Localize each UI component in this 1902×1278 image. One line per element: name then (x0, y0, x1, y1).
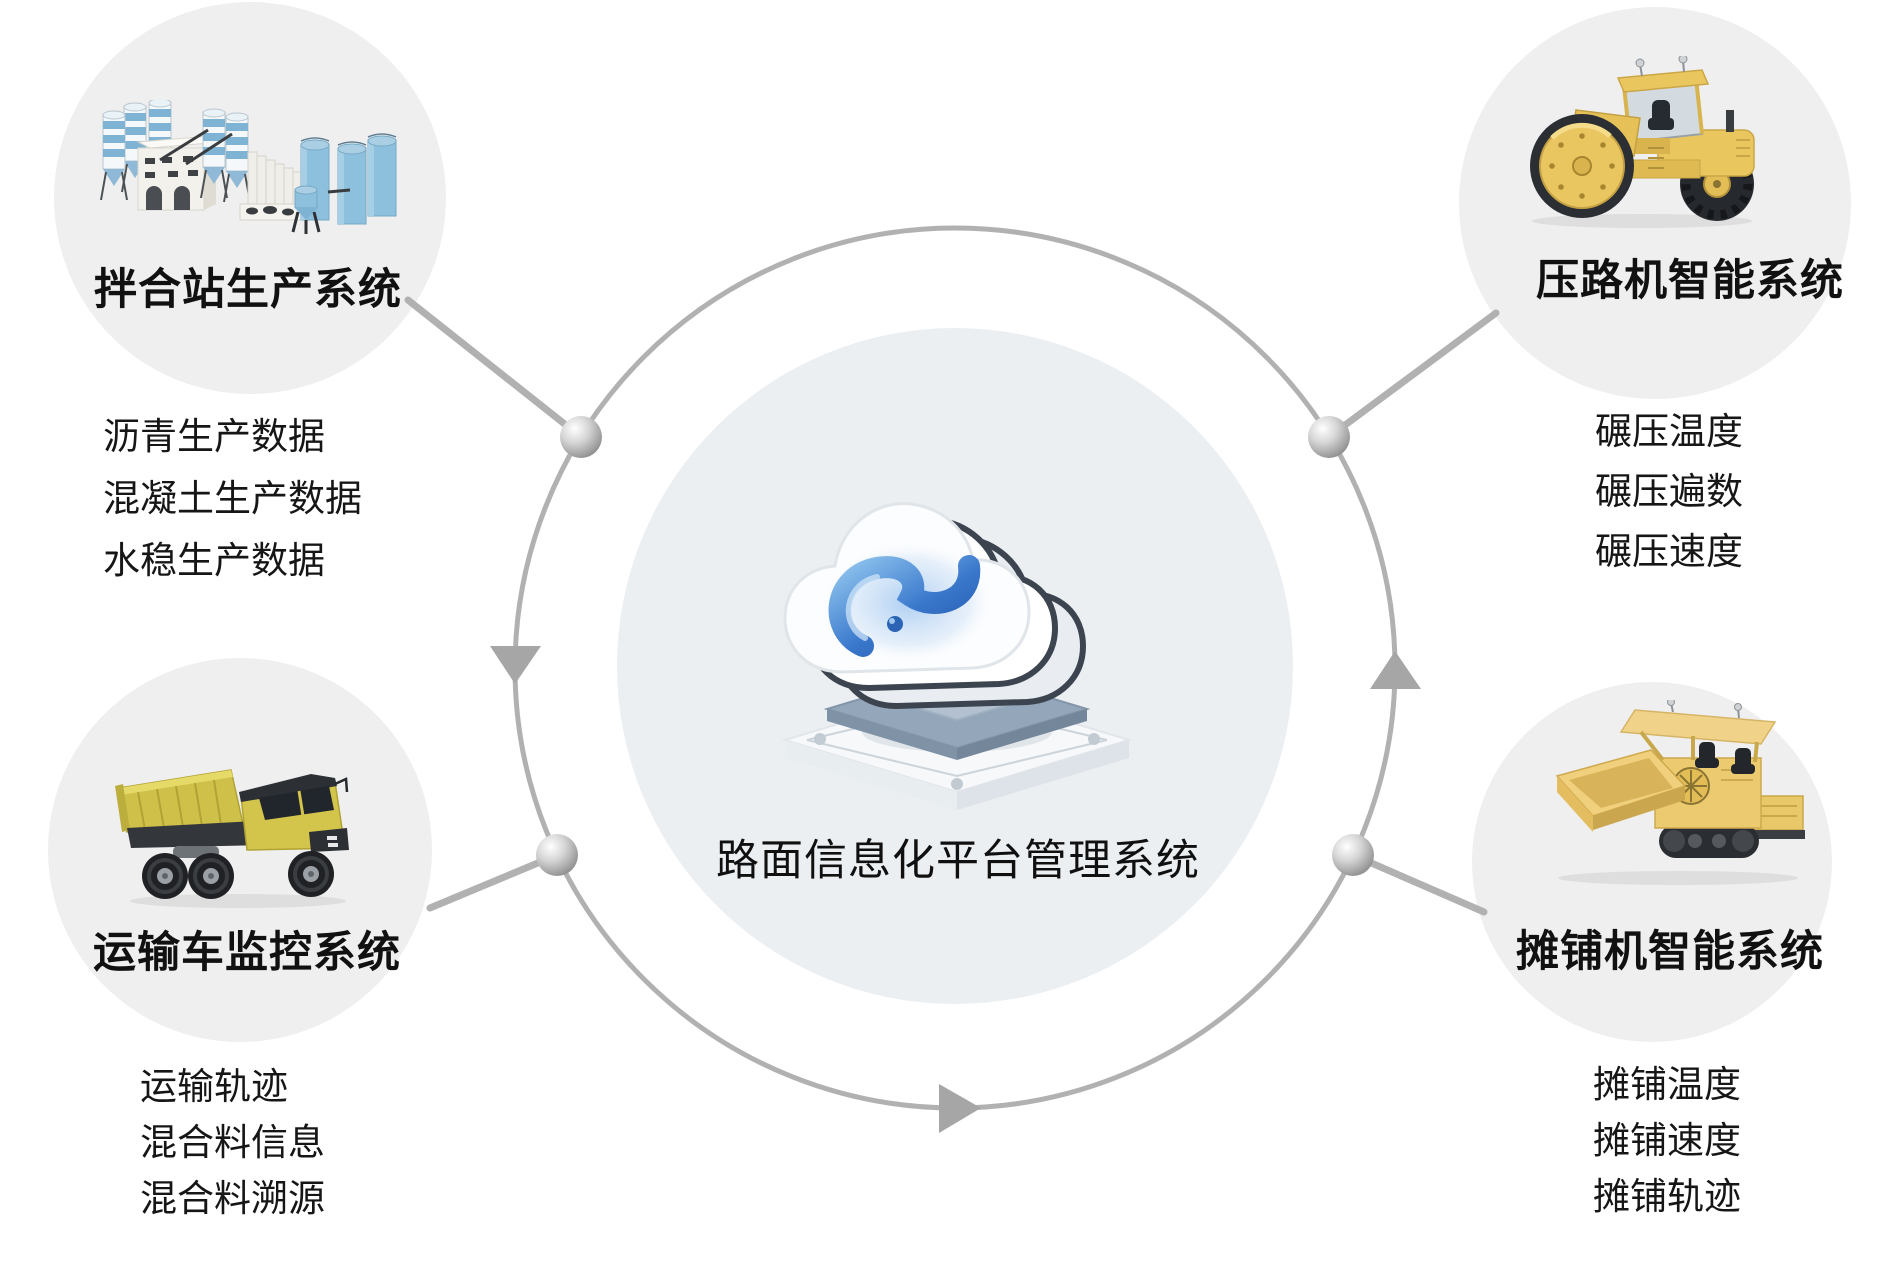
data-list-asphalt-paver: 摊铺温度 摊铺速度 摊铺轨迹 (1593, 1057, 1741, 1225)
data-item: 摊铺轨迹 (1593, 1176, 1741, 1217)
data-list-road-roller: 碾压温度 碾压遍数 碾压速度 (1595, 402, 1743, 582)
data-item: 沥青生产数据 (103, 416, 325, 457)
data-item: 混凝土生产数据 (103, 478, 362, 519)
dump-truck-icon (115, 769, 349, 908)
data-item: 摊铺温度 (1593, 1064, 1741, 1105)
data-item: 碾压遍数 (1595, 471, 1743, 512)
quadrant-title-asphalt-paver: 摊铺机智能系统 (1516, 928, 1824, 976)
quadrant-title-road-roller: 压路机智能系统 (1536, 257, 1844, 305)
data-item: 运输轨迹 (140, 1066, 288, 1107)
data-item: 碾压温度 (1595, 411, 1743, 452)
node-sphere-top-right (1308, 416, 1350, 458)
dump-truck-circle (48, 658, 432, 1042)
data-item: 水稳生产数据 (103, 540, 325, 581)
connector-top-right (1325, 309, 1500, 441)
node-sphere-top-left (560, 416, 602, 458)
cloud-platform-icon (781, 502, 1133, 810)
connector-bottom-right (1349, 851, 1488, 916)
road-roller-icon (1530, 56, 1755, 228)
node-sphere-bottom-right (1332, 834, 1374, 876)
data-item: 混合料溯源 (140, 1178, 325, 1219)
quadrant-title-dump-truck: 运输车监控系统 (93, 929, 401, 977)
data-item: 碾压速度 (1595, 531, 1743, 572)
arrow-down-icon (490, 646, 541, 684)
mixing-plant-icon (100, 100, 397, 234)
data-list-dump-truck: 运输轨迹 混合料信息 混合料溯源 (140, 1059, 325, 1227)
connector-top-left (404, 296, 585, 441)
data-item: 摊铺速度 (1593, 1120, 1741, 1161)
asphalt-paver-icon (1555, 700, 1805, 885)
arrow-up-icon (1370, 651, 1421, 689)
arrow-right-icon (939, 1084, 981, 1133)
data-list-mixing-plant: 沥青生产数据 混凝土生产数据 水稳生产数据 (103, 406, 362, 592)
connector-bottom-left (426, 851, 561, 912)
road-roller-circle (1459, 7, 1851, 399)
truck-wheels (142, 851, 334, 899)
data-item: 混合料信息 (140, 1122, 325, 1163)
center-platform-label: 路面信息化平台管理系统 (716, 837, 1200, 885)
node-sphere-bottom-left (536, 834, 578, 876)
quadrant-title-mixing-plant: 拌合站生产系统 (94, 266, 402, 314)
